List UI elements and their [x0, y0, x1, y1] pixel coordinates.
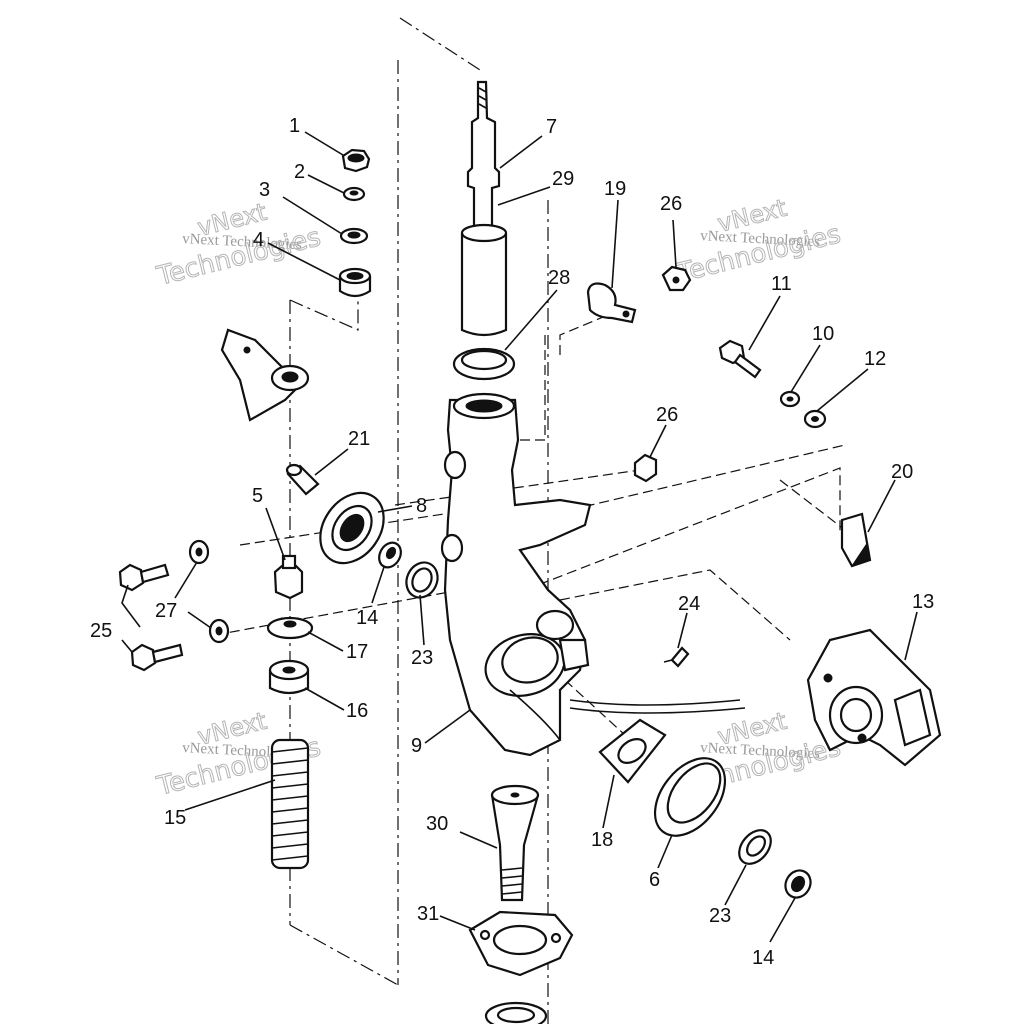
- callout-1: 1: [289, 115, 300, 137]
- watermark-top-left: vNext Technologies vNext Technologies: [153, 197, 324, 292]
- part-23-washer-right: [738, 829, 772, 865]
- callout-6: 6: [649, 869, 660, 891]
- callout-8: 8: [416, 495, 427, 517]
- callout-21: 21: [348, 428, 370, 450]
- callout-4: 4: [253, 229, 264, 251]
- part-28-seal: [452, 347, 516, 381]
- callout-2: 2: [294, 161, 305, 183]
- part-27-washer-lower: [208, 618, 230, 644]
- part-18-shim: [598, 718, 667, 784]
- part-13-caliper: [806, 628, 942, 767]
- callout-26-middle: 26: [656, 404, 678, 426]
- part-25-bolt-lower: [130, 643, 184, 672]
- part-12-washer: [803, 409, 827, 429]
- callout-20: 20: [891, 461, 913, 483]
- watermark-text: vNext Technologies: [700, 740, 821, 762]
- part-14-nut-right: [784, 869, 812, 899]
- watermark-big-line2: Technologies: [673, 219, 843, 289]
- callout-19: 19: [604, 178, 626, 200]
- part-30-kingpin: [490, 784, 540, 902]
- part-20-pad: [840, 512, 872, 568]
- callout-10: 10: [812, 323, 834, 345]
- part-27-washer-upper: [188, 539, 210, 565]
- callout-25: 25: [90, 620, 112, 642]
- callout-27: 27: [155, 600, 177, 622]
- part-16-bushing: [268, 659, 310, 695]
- part-10-washer: [779, 390, 801, 408]
- part-5-grease-fitting: [273, 554, 304, 600]
- callout-13: 13: [912, 591, 934, 613]
- part-14-nut-left: [378, 541, 402, 569]
- part-15-spring: [270, 738, 310, 870]
- part-19-clip: [586, 282, 637, 324]
- upper-bracket: [220, 328, 310, 422]
- watermark-text: vNext Technologies: [182, 231, 303, 253]
- part-21-pin: [285, 463, 320, 496]
- watermark-top-right: vNext Technologies vNext Technologies: [673, 193, 844, 289]
- lower-bearing: [484, 1001, 548, 1024]
- callout-14-left: 14: [356, 607, 378, 629]
- watermark-text: vNext Technologies: [700, 228, 821, 250]
- callout-11: 11: [771, 273, 792, 295]
- part-6-race: [653, 757, 727, 837]
- part-17-washer: [266, 616, 314, 640]
- part-23-washer-left: [405, 561, 439, 599]
- callout-17: 17: [346, 641, 368, 663]
- part-2-washer: [342, 186, 366, 202]
- part-25-bolt-upper: [118, 563, 170, 592]
- callout-18: 18: [591, 829, 613, 851]
- leader-lines: [121, 131, 918, 943]
- part-26-nut-middle: [633, 453, 658, 483]
- callout-3: 3: [259, 179, 270, 201]
- callout-30: 30: [426, 813, 448, 835]
- callout-26-upper: 26: [660, 193, 682, 215]
- callout-29: 29: [552, 168, 574, 190]
- part-3-washer: [339, 227, 369, 245]
- callout-24: 24: [678, 593, 700, 615]
- callout-15: 15: [164, 807, 186, 829]
- part-4-bushing: [338, 267, 372, 298]
- part-9-knuckle: [440, 392, 746, 757]
- callout-31: 31: [417, 903, 439, 925]
- callout-23-left: 23: [411, 647, 433, 669]
- part-24-fitting: [663, 646, 690, 668]
- part-26-nut-upper: [661, 265, 692, 292]
- part-1-nut: [341, 148, 371, 173]
- callout-16: 16: [346, 700, 368, 722]
- watermark-big-line2: Technologies: [153, 222, 323, 292]
- callout-23-right: 23: [709, 905, 731, 927]
- callout-14-right: 14: [752, 947, 774, 969]
- part-7-spindle: [466, 80, 501, 230]
- callout-28: 28: [548, 267, 570, 289]
- callout-7: 7: [546, 116, 557, 138]
- part-11-bolt: [718, 339, 762, 379]
- callout-labels: 1 2 3 4 7 29 19 26 28 11 10 12 21 26 5 8…: [90, 115, 934, 969]
- callout-5: 5: [252, 485, 263, 507]
- part-29-tube: [460, 223, 508, 337]
- callout-12: 12: [864, 348, 886, 370]
- callout-9: 9: [411, 735, 422, 757]
- part-8-seal: [319, 491, 385, 565]
- part-31-plate: [468, 910, 574, 977]
